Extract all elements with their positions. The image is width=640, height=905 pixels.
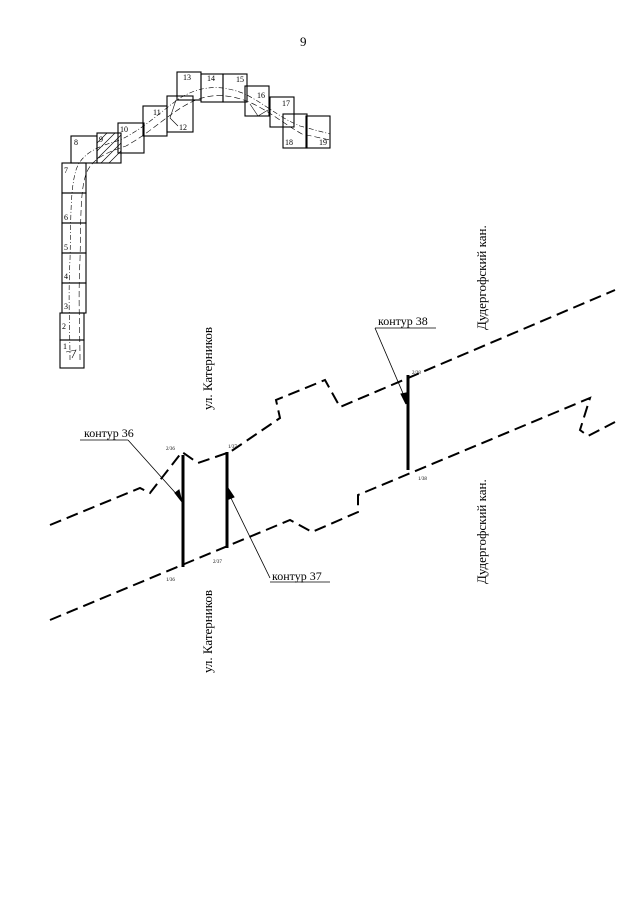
- sheet-label: 10: [120, 125, 128, 134]
- sheet-label: 3: [64, 302, 68, 311]
- sheet-12: [166, 95, 194, 133]
- sheet-label: 9: [99, 135, 103, 144]
- sheet-label: 4: [64, 272, 68, 281]
- contour-37-leader: [228, 493, 271, 579]
- contour-37-arrow: [227, 487, 235, 500]
- sheet-label: 2: [62, 322, 66, 331]
- sheet-label: 12: [179, 123, 187, 132]
- contour-38-arrow: [400, 392, 407, 405]
- canal-label-bottom: Дудергофский кан.: [474, 479, 489, 584]
- sheet-index-map: [59, 71, 331, 369]
- sheet-17: [269, 96, 295, 128]
- canal-banks: [49, 289, 616, 621]
- sheet-label: 7: [64, 166, 68, 175]
- sheet-label: 14: [207, 74, 215, 83]
- point-label: 2/37: [213, 560, 222, 565]
- point-label: 1/38: [418, 477, 427, 482]
- sheet-label: 11: [153, 108, 161, 117]
- point-label: 1/37: [228, 445, 237, 450]
- street-label-bottom: ул. Катерников: [200, 590, 215, 673]
- point-label: 2/38: [412, 371, 421, 376]
- sheet-18: [282, 113, 308, 149]
- sheet-label: 8: [74, 138, 78, 147]
- canal-label-top: Дудергофский кан.: [474, 225, 489, 330]
- contour-38-label: контур 38: [378, 314, 428, 328]
- point-label: 2/36: [166, 447, 175, 452]
- contour-37-label: контур 37: [272, 569, 322, 583]
- contour-36-arrow: [174, 489, 183, 503]
- hatch-sheet-9: [96, 132, 122, 164]
- sheet-label: 5: [64, 243, 68, 252]
- sheet-label: 17: [282, 99, 290, 108]
- point-label: 1/36: [166, 578, 175, 583]
- canal-upper-bank: [49, 289, 616, 526]
- sheet-numbers: 1 2 3 4 5 6 7 8 9 10 11 12 13 14 15 16 1…: [62, 73, 327, 351]
- sheet-label: 19: [319, 138, 327, 147]
- contour-36-label: контур 36: [84, 426, 134, 440]
- contour-38-leader: [374, 327, 406, 399]
- sheet-19: [305, 115, 331, 149]
- contour-lines: [80, 327, 436, 583]
- sheet-label: 15: [236, 75, 244, 84]
- sheet-label: 6: [64, 213, 68, 222]
- index-route-trace: [65, 87, 331, 361]
- sheet-label: 1: [63, 342, 67, 351]
- canal-lower-bank: [49, 396, 616, 621]
- street-label-top: ул. Катерников: [200, 327, 215, 410]
- page-number: 9: [300, 34, 307, 49]
- sheet-label: 16: [257, 91, 265, 100]
- sheet-label: 18: [285, 138, 293, 147]
- sheet-label: 13: [183, 73, 191, 82]
- contour-36-leader: [127, 439, 181, 499]
- sheet-16: [244, 85, 270, 117]
